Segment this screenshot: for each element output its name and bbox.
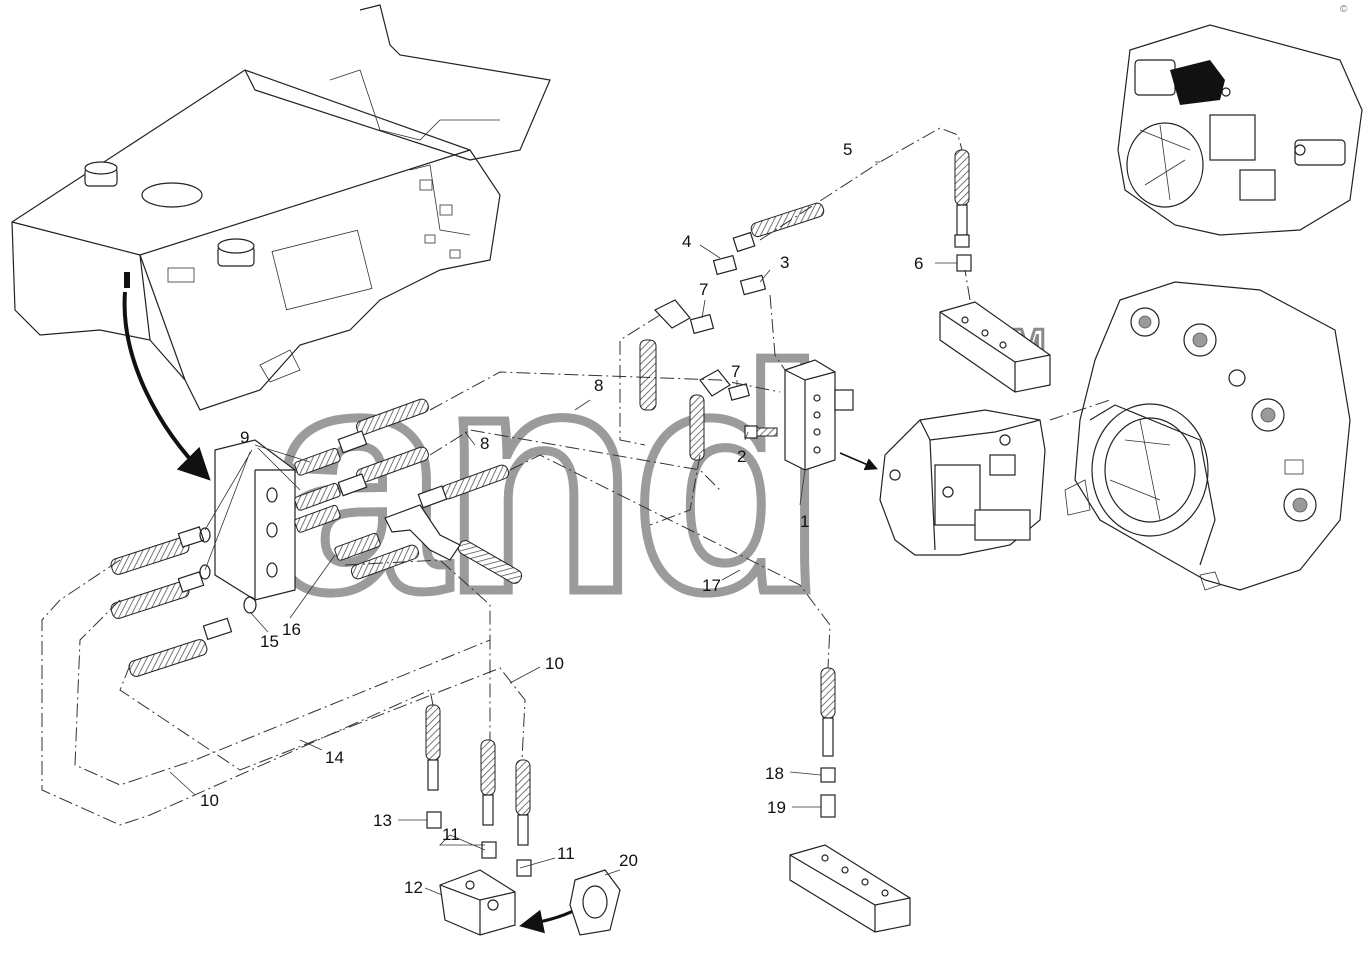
callout-13: 13 — [373, 811, 392, 830]
callout-19: 19 — [767, 798, 786, 817]
callout-12: 12 — [404, 878, 423, 897]
inset-transmission — [1117, 24, 1363, 236]
callout-labels: 1 2 3 4 5 6 7 7 8 8 9 10 10 11 11 12 13 … — [200, 140, 923, 897]
distribution-plate — [214, 439, 296, 601]
hose-group — [110, 149, 972, 877]
callout-20: 20 — [619, 851, 638, 870]
callout-3: 3 — [780, 253, 789, 272]
leader-lines — [169, 161, 957, 896]
hydraulic-pump — [879, 409, 1046, 556]
callout-11-left: 11 — [442, 825, 460, 844]
manifold-block-bottom — [789, 844, 911, 933]
callout-8-lower: 8 — [480, 434, 489, 453]
callout-10-left: 10 — [200, 791, 219, 810]
callout-4: 4 — [682, 232, 691, 251]
callout-2: 2 — [737, 447, 746, 466]
manifold-block-top — [939, 301, 1051, 393]
callout-10-right: 10 — [545, 654, 564, 673]
bolt-2 — [744, 425, 778, 439]
callout-7-upper: 7 — [699, 280, 708, 299]
callout-8-upper: 8 — [594, 376, 603, 395]
gear-housing — [1064, 281, 1351, 591]
callout-17: 17 — [702, 576, 721, 595]
callout-11-right: 11 — [557, 844, 575, 863]
machine-frame — [11, 4, 551, 411]
callout-7-lower: 7 — [731, 362, 740, 381]
routing-arrow — [122, 291, 211, 481]
cover-plate-20 — [569, 869, 621, 936]
callout-16: 16 — [282, 620, 301, 639]
small-pump-12 — [439, 869, 576, 936]
routing-lines — [41, 127, 1111, 826]
callout-15: 15 — [260, 632, 279, 651]
corner-mark: © — [1340, 4, 1348, 15]
callout-18: 18 — [765, 764, 784, 783]
callout-1: 1 — [800, 512, 809, 531]
callout-14: 14 — [325, 748, 344, 767]
callout-9: 9 — [240, 428, 249, 447]
callout-6: 6 — [914, 254, 923, 273]
valve-block-1 — [784, 359, 878, 471]
callout-5: 5 — [843, 140, 852, 159]
